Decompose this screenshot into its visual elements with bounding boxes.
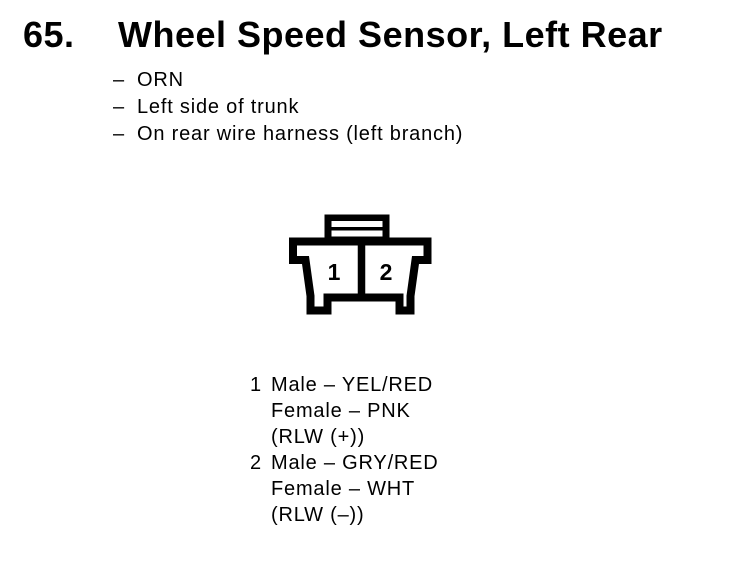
cavity-label-2: 2 — [380, 259, 393, 285]
pin-line-female: Female – PNK — [271, 400, 411, 422]
detail-item-location: – Left side of trunk — [113, 94, 463, 121]
pin-legend-entry-2: 2 Male – GRY/RED Female – WHT (RLW (–)) — [250, 450, 439, 528]
pin-legend: 1 Male – YEL/RED Female – PNK (RLW (+)) … — [250, 372, 439, 528]
detail-item-color: – ORN — [113, 67, 463, 94]
pin-description: Male – YEL/RED Female – PNK (RLW (+)) — [271, 372, 433, 450]
pin-line-male: Male – YEL/RED — [271, 374, 434, 396]
dash-bullet: – — [113, 123, 125, 145]
pin-line-female: Female – WHT — [271, 478, 416, 500]
pin-description: Male – GRY/RED Female – WHT (RLW (–)) — [271, 450, 439, 528]
pin-line-circuit: (RLW (+)) — [271, 426, 366, 448]
pin-number: 2 — [250, 452, 262, 474]
dash-bullet: – — [113, 96, 125, 118]
pin-line-male: Male – GRY/RED — [271, 452, 439, 474]
page-title: Wheel Speed Sensor, Left Rear — [118, 14, 663, 55]
detail-item-harness: – On rear wire harness (left branch) — [113, 121, 463, 148]
connector-lock-tab — [324, 214, 390, 241]
cavity-label-1: 1 — [328, 259, 341, 285]
dash-bullet: – — [113, 69, 125, 91]
detail-item-label: On rear wire harness (left branch) — [137, 123, 464, 145]
lock-tab-slot-lower — [331, 230, 383, 237]
connector-diagram: 1 2 — [289, 214, 432, 315]
pin-legend-entry-1: 1 Male – YEL/RED Female – PNK (RLW (+)) — [250, 372, 439, 450]
detail-list: – ORN – Left side of trunk – On rear wir… — [113, 67, 463, 148]
detail-item-label: ORN — [137, 69, 184, 91]
item-number: 65. — [23, 14, 75, 55]
detail-item-label: Left side of trunk — [137, 96, 300, 118]
pin-line-circuit: (RLW (–)) — [271, 504, 365, 526]
lock-tab-slot-upper — [331, 221, 383, 227]
pin-number: 1 — [250, 374, 262, 396]
